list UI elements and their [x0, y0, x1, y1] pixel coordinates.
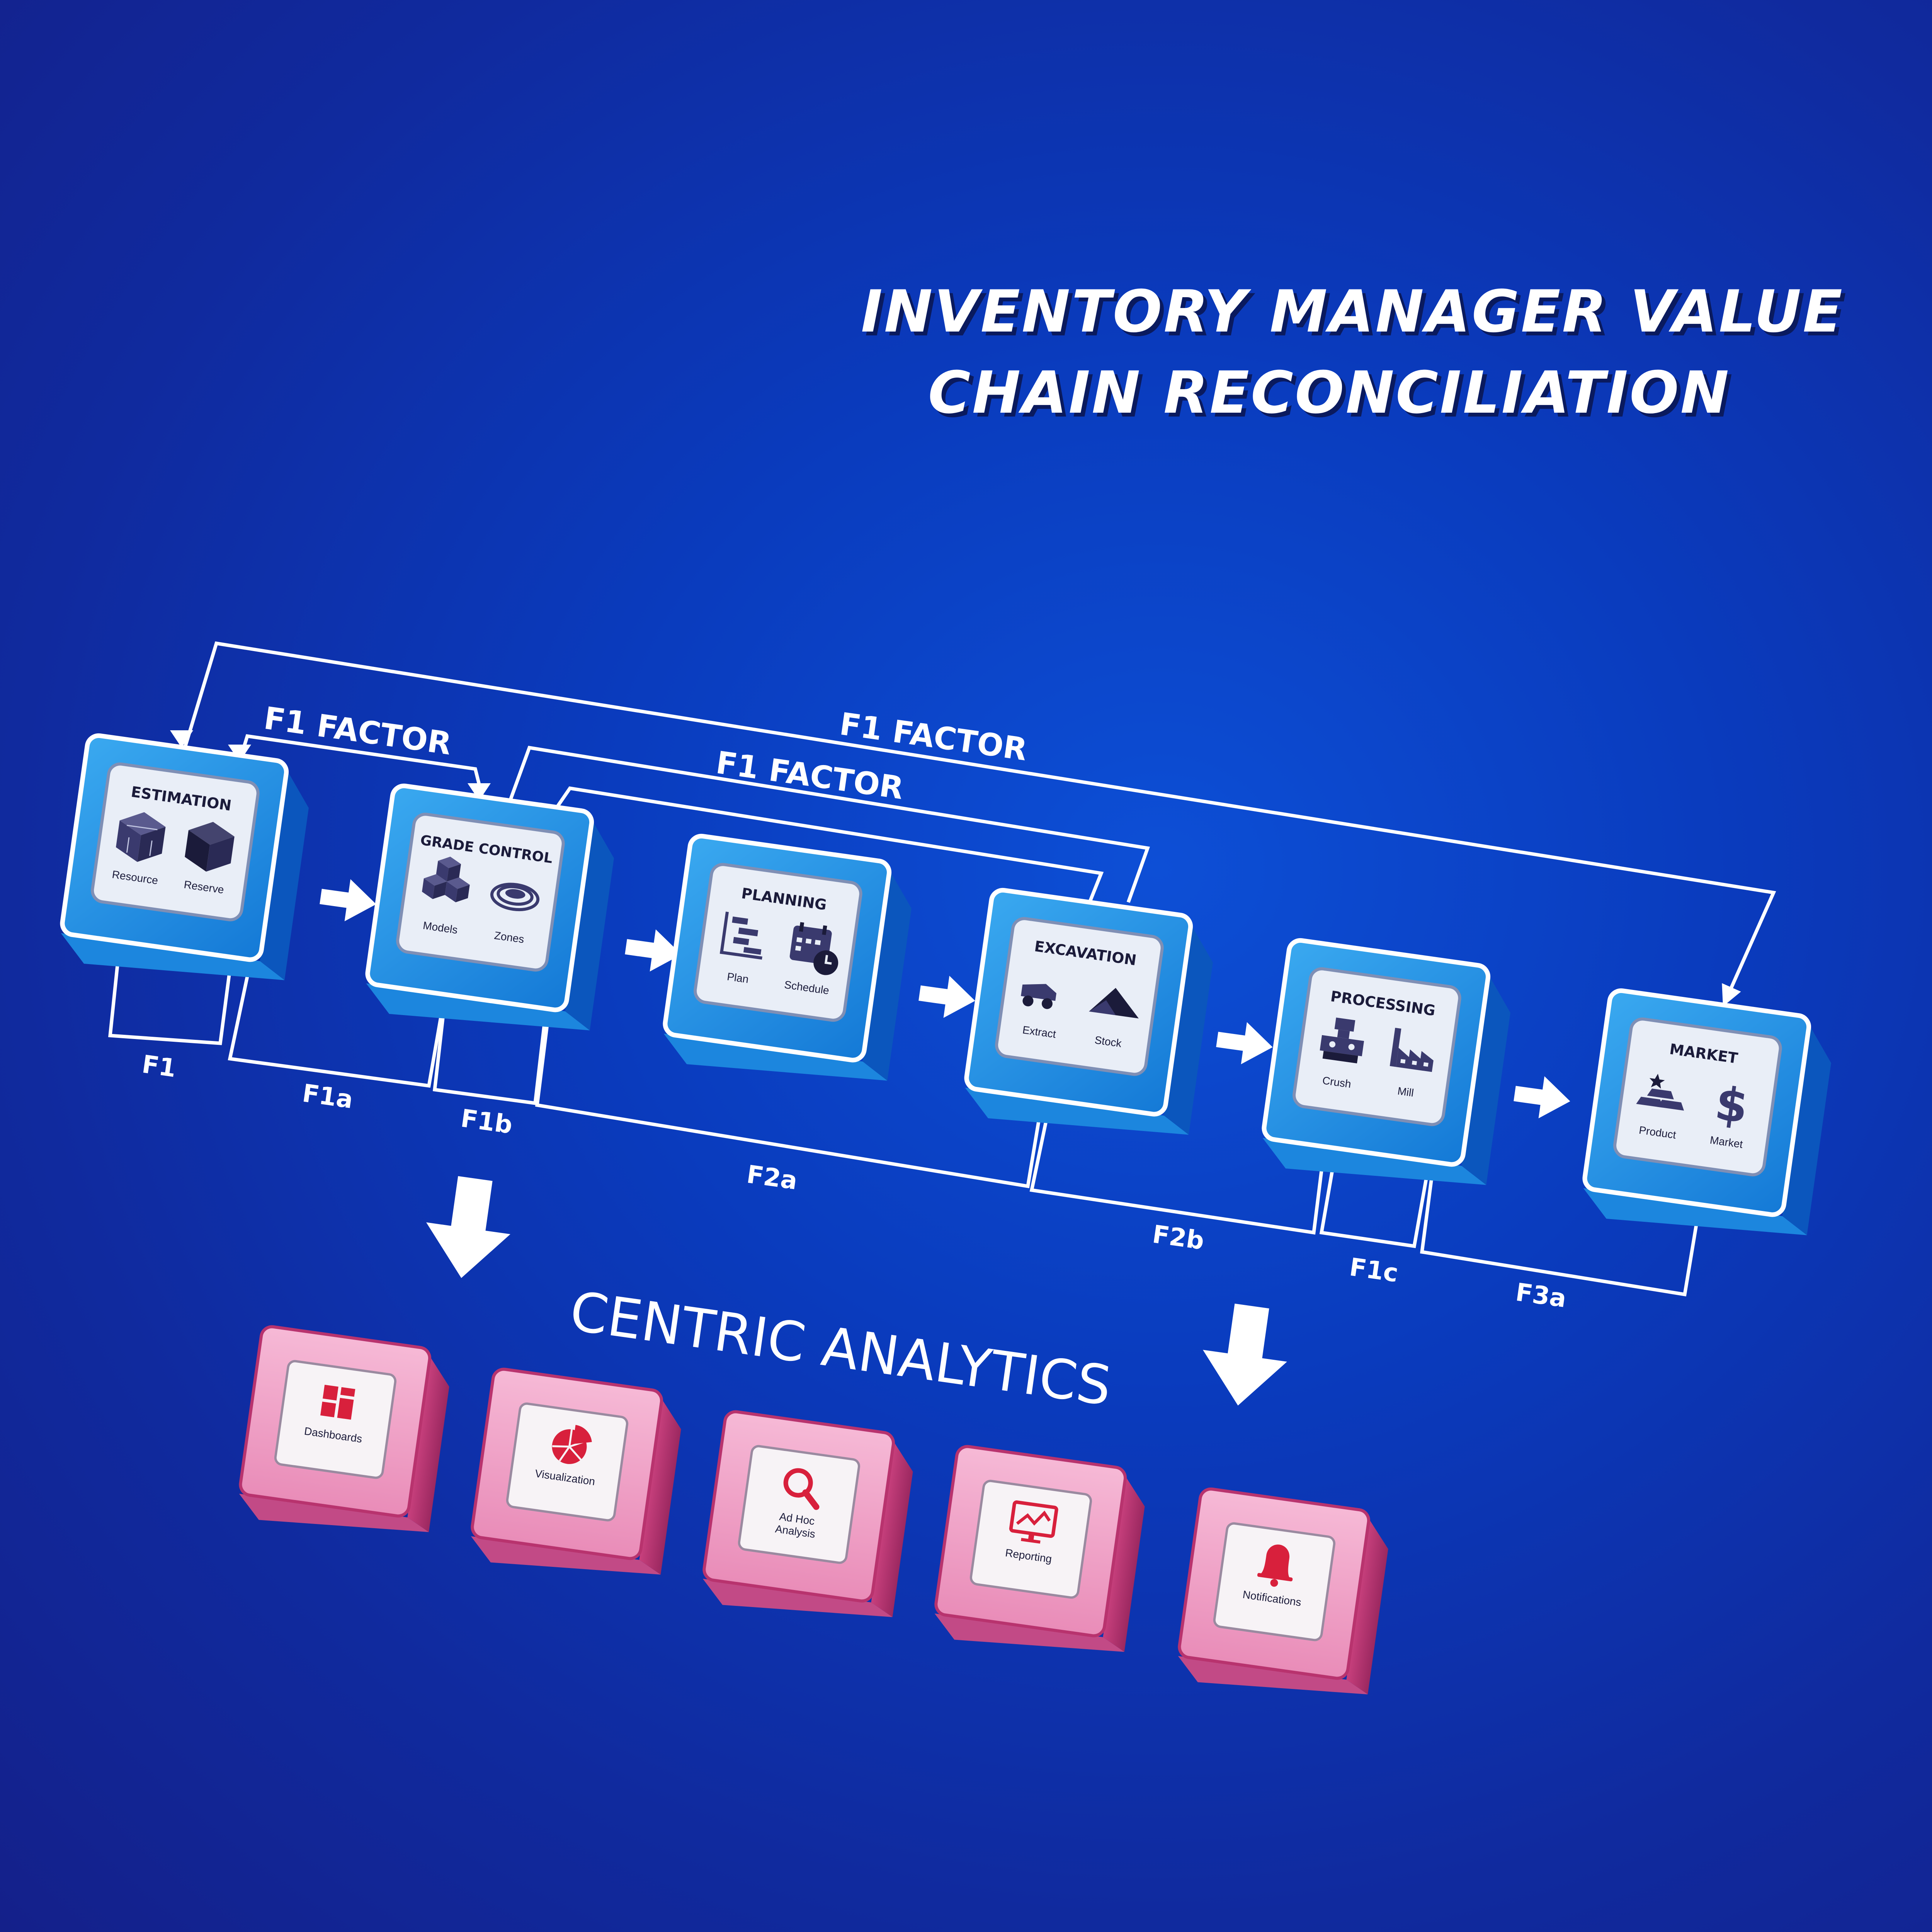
analytics-tile-visualization[interactable]: Visualization: [468, 1367, 686, 1586]
bracket-f1: [108, 942, 234, 1045]
contour-rings-icon: [490, 883, 540, 912]
stage-grade-control: GRADE CONTROL Models Zones: [365, 783, 614, 1031]
loop-arrowhead-estimation-1: [170, 730, 193, 748]
stage-side-face: [1164, 924, 1213, 1135]
factor-f1: F1: [140, 1050, 178, 1083]
factor-f2a: F2a: [745, 1160, 799, 1196]
stage-bottom-face: [61, 933, 285, 980]
stage-planning: PLANNING Plan Schedule: [663, 833, 912, 1081]
haul-truck-icon: [1021, 984, 1056, 1009]
bracket-f1c: [1319, 1143, 1432, 1248]
factor-f1a: F1a: [301, 1079, 355, 1115]
tile-bottom-face: [239, 1493, 429, 1532]
down-arrow-right: [1202, 1303, 1287, 1406]
stage-side-face: [1782, 1025, 1831, 1235]
bracket-f1a: [228, 958, 446, 1088]
stage-panel: [1293, 967, 1461, 1126]
feedback-loop-inner: [547, 786, 1104, 913]
stage-panel: [396, 813, 565, 972]
calendar-clock-icon: [789, 922, 838, 975]
flow-arrows: [320, 879, 1570, 1119]
tile-side-face: [871, 1442, 913, 1617]
tile-panel: [274, 1360, 397, 1479]
crusher-icon: [1320, 1017, 1364, 1064]
stage-excavation: EXCAVATION Extract Stock: [964, 888, 1213, 1135]
dollar-icon: $: [1712, 1077, 1751, 1134]
monitor-chart-icon: [1009, 1500, 1058, 1544]
stage-processing: PROCESSING Crush Mill: [1262, 938, 1510, 1185]
tile-bottom-face: [1178, 1656, 1368, 1695]
bell-icon: [1257, 1544, 1293, 1587]
stage-side-face: [862, 870, 912, 1081]
flow-arrow-1: [320, 879, 376, 922]
stage-panel: [694, 863, 862, 1022]
f1-factor-label-3: F1 FACTOR: [714, 745, 906, 806]
stage-bottom-face: [663, 1033, 888, 1081]
flow-arrow-4: [1216, 1022, 1273, 1065]
tile-side-face: [1346, 1519, 1388, 1695]
tile-side-face: [1103, 1476, 1145, 1652]
factor-f3a: F3a: [1514, 1278, 1568, 1314]
bracket-f1b: [433, 1004, 547, 1105]
stacked-cubes-icon: [422, 857, 470, 903]
bracket-f2b: [1029, 1097, 1327, 1235]
stage-bottom-face: [965, 1087, 1189, 1135]
stage-side-face: [1461, 975, 1510, 1185]
title-line-2: CHAIN RECONCILIATION: [928, 359, 1731, 427]
stockpile-icon: [1089, 988, 1139, 1019]
stage-market: MARKET $ Product Market: [1582, 988, 1831, 1235]
magnifier-icon: [783, 1468, 820, 1510]
stage-item-label: Plan: [726, 970, 750, 985]
stage-panel: [995, 917, 1164, 1076]
flow-arrow-3: [918, 976, 975, 1018]
down-arrow-left: [426, 1176, 510, 1278]
factor-brackets: [108, 942, 1702, 1297]
stage-side-face: [260, 770, 309, 980]
dashboard-icon: [320, 1384, 355, 1420]
factory-icon: [1389, 1027, 1434, 1072]
gold-bars-icon: [1636, 1073, 1684, 1111]
factor-f1b: F1b: [459, 1104, 514, 1140]
stage-bottom-face: [1262, 1138, 1486, 1185]
title-line-1: INVENTORY MANAGER VALUE: [861, 278, 1844, 345]
dark-cube-icon: [185, 821, 235, 872]
tile-side-face: [639, 1399, 681, 1575]
flow-arrow-5: [1514, 1076, 1570, 1119]
gantt-chart-icon: [719, 912, 762, 960]
feedback-loop-outer: [184, 641, 1776, 1007]
bracket-f3a: [1420, 1163, 1702, 1297]
stage-item-label: Mill: [1397, 1085, 1415, 1099]
stage-bottom-face: [1583, 1188, 1807, 1235]
stage-estimation: ESTIMATION Resource Reserve: [60, 733, 309, 980]
tile-bottom-face: [702, 1578, 893, 1617]
stage-side-face: [565, 820, 614, 1031]
bracket-f2a: [535, 1012, 1045, 1189]
stage-panel: [1613, 1017, 1782, 1177]
pie-chart-icon: [552, 1425, 592, 1464]
tile-panel: [738, 1445, 861, 1564]
tile-bottom-face: [471, 1536, 661, 1575]
factor-f1c: F1c: [1348, 1253, 1400, 1288]
cube-grid-icon: [116, 812, 166, 862]
stage-bottom-face: [366, 983, 590, 1031]
flow-arrow-2: [625, 929, 682, 972]
loop-arrowhead-grade-control: [468, 783, 491, 801]
tile-side-face: [407, 1357, 449, 1532]
analytics-tile-notifications[interactable]: Notifications: [1175, 1487, 1393, 1706]
analytics-tile-dashboards[interactable]: Dashboards: [236, 1325, 454, 1544]
stage-panel: [91, 762, 260, 922]
analytics-tile-ad-hoc-analysis[interactable]: Ad Hoc Analysis: [699, 1410, 918, 1629]
analytics-tile-reporting[interactable]: Reporting: [931, 1445, 1150, 1663]
tile-bottom-face: [934, 1613, 1124, 1652]
feedback-loop-middle: [504, 745, 1150, 903]
factor-f2b: F2b: [1151, 1220, 1206, 1256]
